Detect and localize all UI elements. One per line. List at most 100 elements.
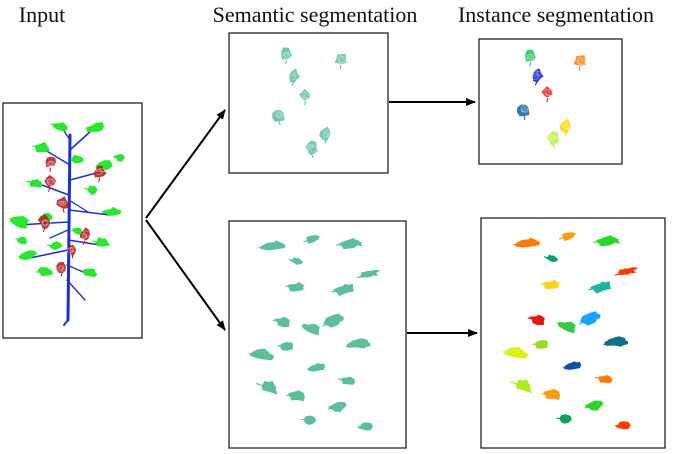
instance-fruit-6-stalk — [552, 143, 556, 149]
input-leaf-17-petiole — [15, 238, 20, 241]
instance-fruit-4-body — [517, 104, 530, 117]
semantic-leaf-7 — [272, 316, 290, 328]
instance-fruit-4 — [517, 104, 530, 121]
input-fruit-3-body — [56, 196, 69, 209]
semantic-leaf-0-lobe — [272, 240, 285, 249]
semantic-fruit-2 — [287, 68, 301, 87]
input-leaf-16-petiole — [71, 229, 76, 232]
input-leaf-16-lobe — [76, 229, 82, 234]
input-fruit-3 — [56, 196, 69, 213]
instance-leaf-14-petiole — [510, 381, 519, 386]
instance-leaf-2-lobe — [607, 235, 621, 244]
semantic-fruit-0-texture — [284, 51, 293, 58]
stem-segment-12 — [68, 199, 89, 213]
instance-leaf-16-lobe — [550, 389, 558, 399]
semantic-fruit-3-body — [299, 89, 311, 101]
semantic-leaf-3-lobe — [296, 258, 302, 264]
input-fruit-5-texture — [82, 230, 91, 237]
semantic-leaf-0-petiole — [258, 245, 269, 248]
semantic-leaf-13-petiole — [307, 367, 314, 370]
instance-leaf-1-lobe — [566, 233, 575, 238]
input-fruit-5-texture — [81, 234, 88, 239]
semantic-fruit-6-body — [305, 140, 318, 155]
semantic-fruit-6-texture — [307, 144, 315, 149]
input-leaf-11 — [92, 237, 111, 247]
semantic-leaf-9 — [322, 313, 344, 328]
instance-leaf-12-lobe — [614, 336, 629, 345]
semantic-leaf-10-petiole — [248, 352, 258, 355]
semantic-fruit-3-texture — [301, 91, 308, 99]
instance-leaf-8-petiole — [556, 322, 565, 326]
semantic-fruit-4-body — [272, 110, 285, 122]
semantic-fruit-0 — [280, 47, 293, 65]
semantic-caption: Semantic segmentation — [213, 2, 418, 27]
instance-leaf-5-petiole — [540, 283, 548, 285]
semantic-leaf-10 — [248, 348, 275, 361]
semantic-leaf-16 — [286, 390, 305, 402]
input-fruit-1-stalk — [98, 177, 101, 182]
instance-fruit-3-texture — [545, 88, 554, 97]
input-fruit-7 — [56, 261, 66, 277]
instance-leaf-0 — [513, 237, 540, 248]
semantic-leaf-8 — [301, 323, 320, 336]
input-leaf-14 — [82, 268, 98, 278]
semantic-fruit-2-texture — [287, 73, 296, 81]
instance-fruit-3 — [541, 86, 554, 103]
semantic-leaf-2-lobe — [350, 238, 363, 247]
stem-segment-2 — [69, 129, 93, 151]
semantic-leaf-13 — [307, 363, 326, 372]
instance-leaf-7 — [527, 314, 545, 326]
input-leaf-13-lobe — [54, 241, 61, 248]
instance-leaf-14-lobe — [522, 379, 531, 390]
instance-leaf-15-petiole — [595, 376, 602, 380]
input-leaf-2 — [32, 141, 50, 153]
semantic-leaf-9-lobe — [333, 315, 344, 322]
input-leaf-11-petiole — [92, 240, 99, 243]
instance-fruit-4-stalk — [523, 115, 526, 121]
instance-fruit-2-body — [532, 68, 544, 83]
instance-leaf-13-petiole — [563, 365, 570, 368]
instance-leaf-2 — [593, 235, 621, 247]
semantic-fruit-0-body — [280, 47, 292, 60]
instance-leaf-0-lobe — [527, 237, 539, 246]
instance-leaf-13-lobe — [571, 361, 581, 369]
input-leaf-1-petiole — [86, 128, 93, 131]
semantic-leaf-2 — [336, 238, 363, 250]
instance-fruit-2-texture — [536, 71, 542, 76]
input-leaf-13 — [47, 241, 63, 251]
instance-fruit-1-body — [573, 55, 586, 66]
instance-fruit-2 — [531, 68, 544, 86]
instance-fruit-5-texture — [563, 124, 569, 131]
semantic-leaf-10-lobe — [260, 350, 270, 359]
input-fruit-0-texture — [49, 161, 55, 166]
instance-leaf-1-petiole — [559, 236, 565, 240]
semantic-leaf-5-petiole — [285, 285, 293, 288]
instance-leaf-16-petiole — [541, 393, 549, 396]
semantic-leaf-12-petiole — [345, 344, 356, 348]
instance-leaf-9 — [578, 311, 601, 326]
instance-fruit-0-stalk — [529, 62, 532, 67]
semantic-fruit-6-stalk — [310, 153, 314, 158]
input-fruit-6-texture — [69, 246, 78, 252]
input-fruit-5-body — [79, 227, 90, 241]
instance-leaf-15-lobe — [604, 375, 611, 382]
semantic-leaf-1 — [303, 235, 321, 244]
input-leaf-7 — [84, 185, 98, 196]
input-fruit-4-body — [37, 214, 51, 229]
semantic-leaf-18 — [300, 415, 317, 425]
input-fruit-7-texture — [61, 267, 66, 272]
instance-leaf-6-petiole — [588, 287, 597, 291]
instance-fruit-4-texture — [521, 106, 528, 113]
input-leaf-5 — [113, 153, 125, 162]
input-leaf-8-lobe — [110, 207, 119, 214]
input-leaf-6 — [26, 179, 43, 188]
input-fruit-4-texture — [42, 220, 51, 226]
instance-fruit-6-texture — [548, 134, 557, 139]
stem-segment-13 — [49, 229, 69, 239]
input-leaf-7-lobe — [90, 185, 98, 192]
input-fruit-5-stalk — [82, 240, 86, 246]
instance-fruit-0-texture — [526, 55, 535, 62]
instance-leaf-1 — [559, 232, 577, 242]
arrow-input-to-semantic-leaf — [145, 219, 226, 331]
